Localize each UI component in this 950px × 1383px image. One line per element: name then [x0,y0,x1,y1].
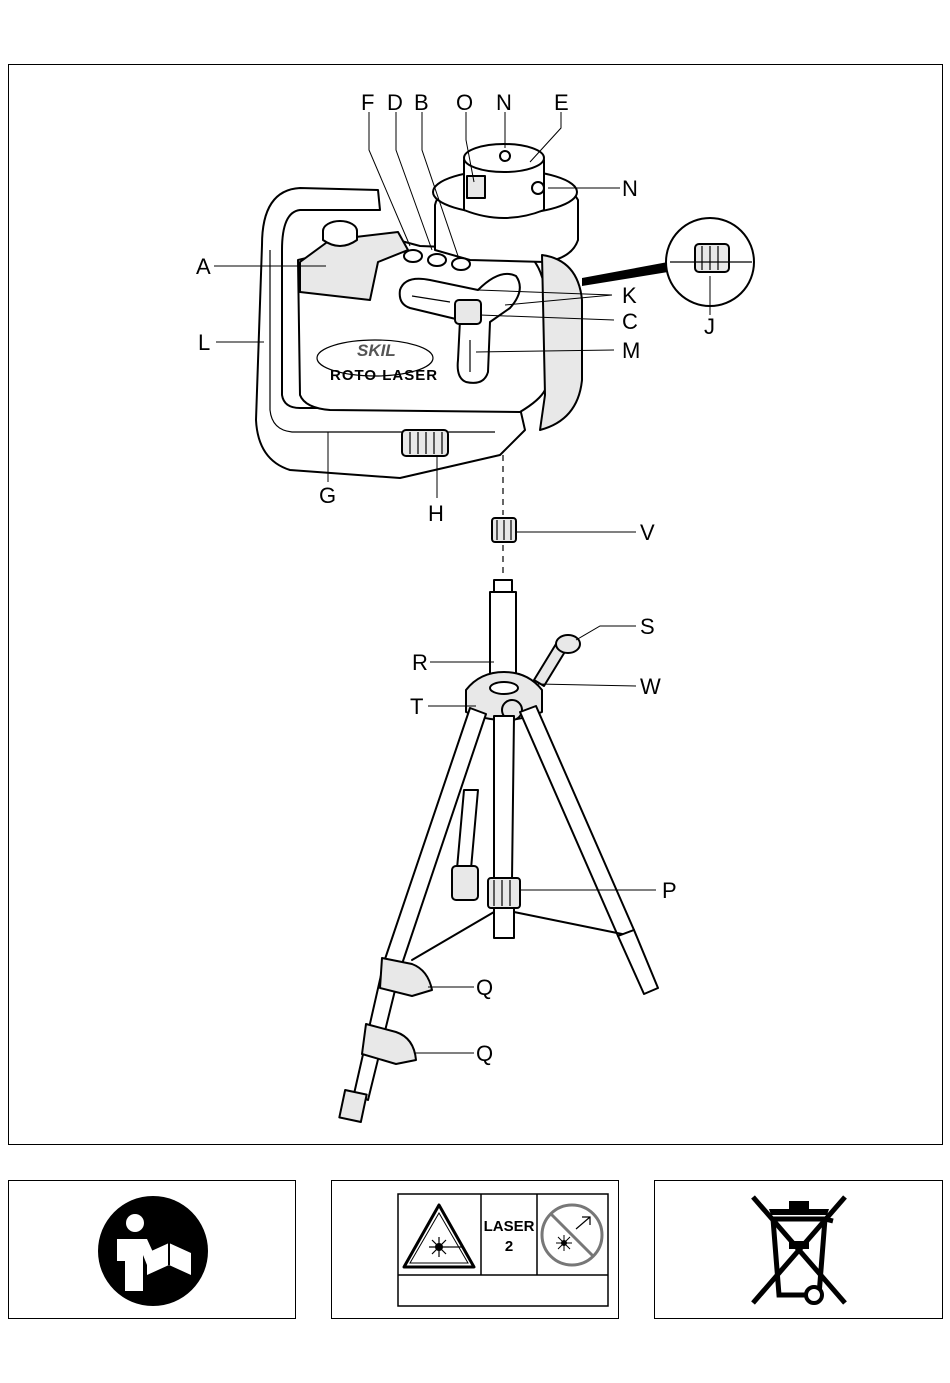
label-m: M [622,338,640,363]
label-t: T [410,694,423,719]
label-a: A [196,254,211,279]
crossed-out-wheelie-bin-icon [655,1181,944,1320]
spreader-right [514,912,622,934]
laser-class-label: LASER [484,1218,535,1235]
tower-shell [540,255,582,430]
panel-laser-warning: LASER 2 [331,1180,619,1319]
leveling-knob-h [402,430,448,456]
label-s: S [640,614,655,639]
detail-knob [695,244,729,272]
label-k: K [622,283,637,308]
plumb-aperture-top [500,151,510,161]
label-v: V [640,520,655,545]
label-b: B [414,90,429,115]
center-column-thread [494,580,512,592]
label-q-lower: Q [476,1041,493,1066]
column-bottom [494,908,514,938]
leg-right-upper [520,706,634,936]
label-l: L [198,330,210,355]
tripod [339,580,658,1122]
beam-aperture-side [532,182,544,194]
head-plate-w [490,682,518,694]
collar-p [488,878,520,908]
label-w: W [640,674,661,699]
button-f [404,250,422,262]
adapter-v [492,518,516,542]
crank-knob-s [556,635,580,653]
panel-weee-disposal [654,1180,943,1319]
label-o: O [456,90,473,115]
leg-left-foot [339,1090,366,1122]
detail-callout-j [582,218,754,306]
leg-clamp-upper [380,958,432,996]
label-n-top: N [496,90,512,115]
leg-right-lower [618,930,658,994]
label-c: C [622,309,638,334]
spreader-left [412,912,494,960]
label-j: J [704,314,715,339]
leg-rear [494,716,514,880]
label-g: G [319,483,336,508]
button-d [428,254,446,266]
lock-button-c [455,300,481,324]
brand-logo: SKIL [357,341,396,360]
label-r: R [412,650,428,675]
label-p: P [662,878,677,903]
label-q-upper: Q [476,975,493,1000]
laser-class-number: 2 [505,1238,513,1255]
laser-warning-label: LASER 2 [332,1181,620,1320]
button-b [452,258,470,270]
do-not-stare-into-beam-icon [542,1205,602,1265]
label-n-side: N [622,176,638,201]
top-knob-side [323,231,357,246]
label-e: E [554,90,569,115]
window-o [467,176,485,198]
roto-laser-device: SKIL ROTO LASER [256,144,582,478]
rear-leg-clip [452,866,478,900]
panel-read-manual [8,1180,296,1319]
label-h: H [428,501,444,526]
read-manual-icon [9,1181,297,1320]
label-d: D [387,90,403,115]
model-name: ROTO LASER [330,367,438,384]
label-f: F [361,90,374,115]
center-column-r [490,592,516,682]
